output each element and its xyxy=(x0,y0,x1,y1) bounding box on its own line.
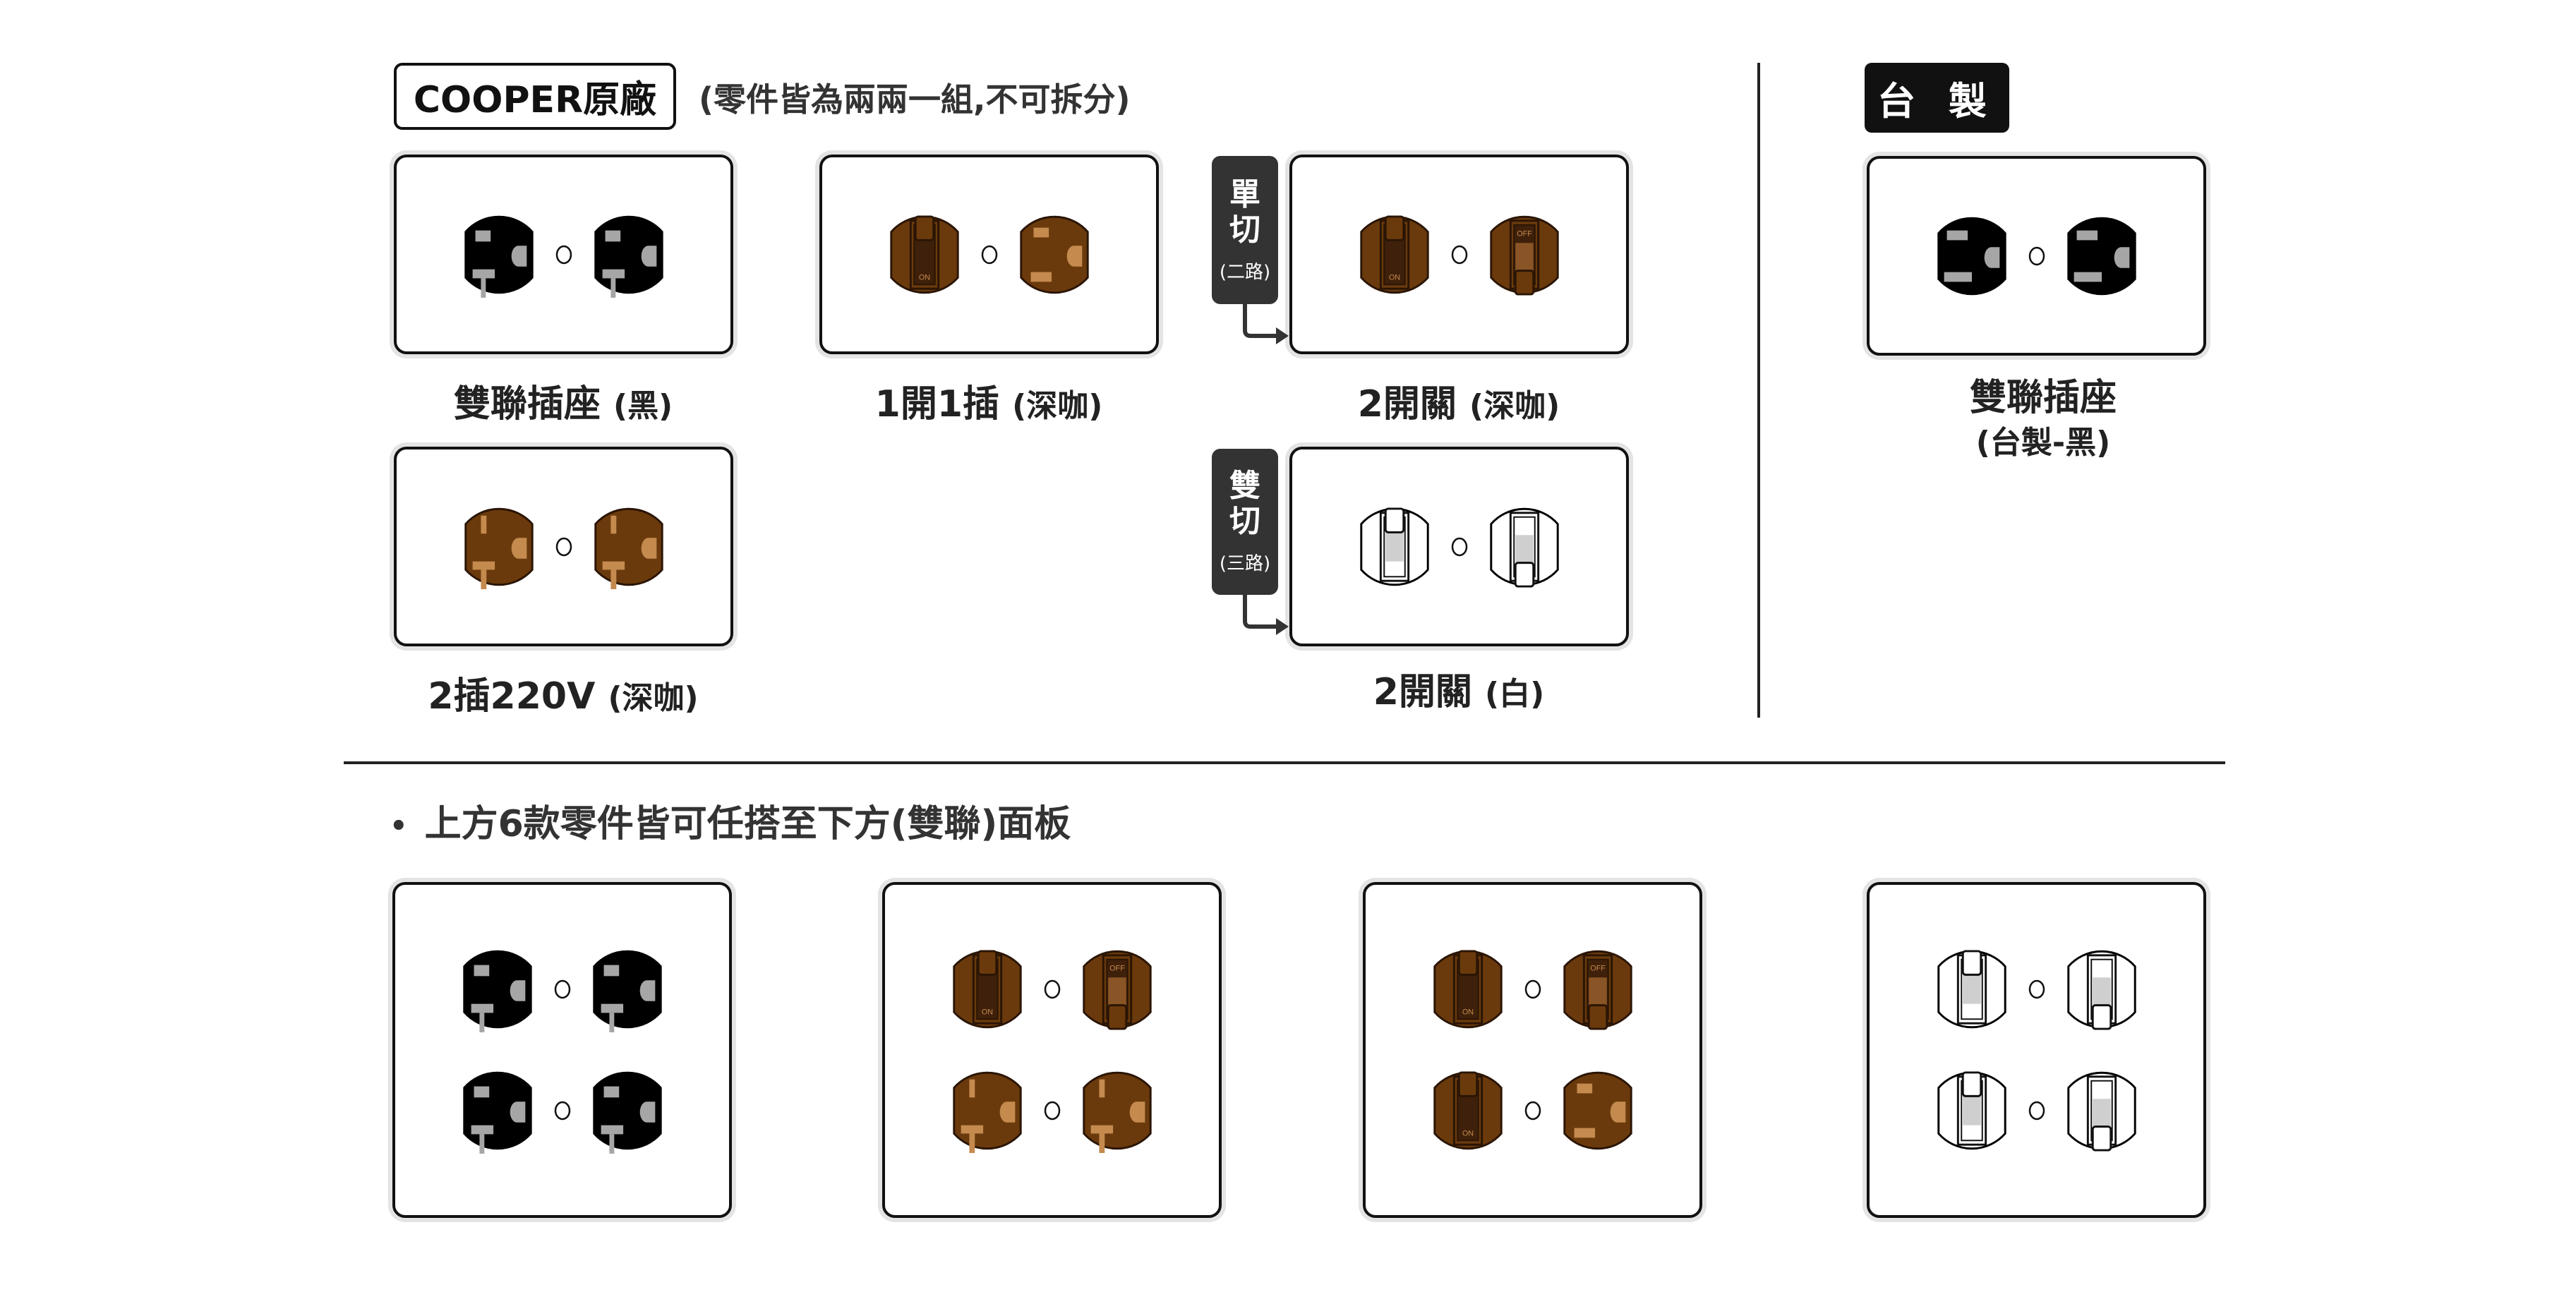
brand-label-box: COOPER原廠 xyxy=(394,63,676,130)
screw-icon xyxy=(981,245,997,264)
product-panel-duplex-black xyxy=(394,155,733,354)
product-label: 1開1插 (深咖) xyxy=(874,383,1103,425)
three-way-tag: 雙切 (三路) xyxy=(1212,449,1278,595)
switch-brown-off-icon: OFF xyxy=(1082,950,1152,1030)
product-label: 2開關 (白) xyxy=(1373,671,1545,713)
product-label: 2插220V (深咖) xyxy=(428,675,699,718)
switch-brown-on-icon: ON xyxy=(952,950,1022,1029)
product-label: 雙聯插座(台製-黑) xyxy=(1969,377,2117,461)
switch-white-down-icon xyxy=(1489,507,1559,588)
taiwan-badge: 台 製 xyxy=(1865,63,2009,133)
screw-icon xyxy=(1044,1101,1060,1121)
switch-brown-off-icon: OFF xyxy=(1563,950,1632,1030)
subtitle: (零件皆為兩兩一組,不可拆分) xyxy=(699,80,1131,119)
screw-icon xyxy=(1524,979,1541,999)
receptacle-brown-icon xyxy=(1019,215,1089,294)
screw-icon xyxy=(554,979,570,999)
receptacle-220v-brown-icon xyxy=(1082,1071,1152,1153)
horizontal-divider xyxy=(344,761,2225,764)
product-panel-taiwan-duplex xyxy=(1867,156,2206,356)
screw-icon xyxy=(554,1101,570,1121)
svg-text:ON: ON xyxy=(1388,273,1400,282)
product-label: 雙聯插座 (黑) xyxy=(453,383,673,425)
svg-text:ON: ON xyxy=(918,273,929,282)
receptacle-black-icon xyxy=(462,950,532,1032)
product-panel-switch-outlet: ON xyxy=(819,155,1159,354)
screw-icon xyxy=(2028,979,2045,999)
screw-icon xyxy=(2028,1101,2045,1121)
combo-panel: ON OFF ON xyxy=(1363,882,1702,1218)
switch-white-up-icon xyxy=(1937,950,2006,1029)
svg-text:ON: ON xyxy=(1462,1008,1473,1016)
receptacle-black-icon xyxy=(462,1071,532,1154)
combo-panel xyxy=(392,882,732,1218)
receptacle-tw-black-icon xyxy=(2066,217,2136,295)
receptacle-tw-black-icon xyxy=(1937,217,2006,295)
switch-white-down-icon xyxy=(2066,1071,2136,1152)
receptacle-black-icon xyxy=(592,1071,662,1154)
svg-text:OFF: OFF xyxy=(1109,964,1125,972)
receptacle-black-icon xyxy=(464,215,534,298)
svg-text:ON: ON xyxy=(981,1008,992,1016)
arrow-icon xyxy=(1243,593,1289,635)
screw-icon xyxy=(555,537,572,556)
screw-icon xyxy=(1524,1101,1541,1121)
switch-brown-off-icon: OFF xyxy=(1489,215,1559,296)
switch-brown-on-icon: ON xyxy=(1359,215,1429,294)
switch-white-down-icon xyxy=(2066,950,2136,1030)
vertical-divider xyxy=(1757,63,1760,718)
receptacle-220v-brown-icon xyxy=(952,1071,1022,1153)
screw-icon xyxy=(1451,537,1467,556)
product-panel-single-pole-switches: ON OFF xyxy=(1289,155,1629,354)
switch-white-up-icon xyxy=(1937,1071,2006,1150)
product-label: 2開關 (深咖) xyxy=(1357,383,1560,425)
receptacle-220v-brown-icon xyxy=(464,507,534,589)
switch-white-up-icon xyxy=(1359,507,1429,586)
svg-text:ON: ON xyxy=(1462,1129,1473,1137)
receptacle-brown-icon xyxy=(1563,1071,1632,1150)
product-panel-220v xyxy=(394,447,733,646)
switch-brown-on-icon: ON xyxy=(1433,950,1503,1029)
svg-text:OFF: OFF xyxy=(1517,229,1532,238)
screw-icon xyxy=(1451,245,1467,264)
screw-icon xyxy=(555,245,572,264)
brand-label: COOPER原廠 xyxy=(413,79,657,121)
combo-panel: ON OFF xyxy=(882,882,1222,1218)
arrow-icon xyxy=(1243,302,1289,344)
switch-brown-on-icon: ON xyxy=(889,215,959,294)
combo-panel xyxy=(1867,882,2206,1218)
screw-icon xyxy=(2028,246,2045,265)
product-panel-3way-switches-white xyxy=(1289,447,1629,646)
receptacle-black-icon xyxy=(594,215,663,298)
screw-icon xyxy=(1044,979,1060,999)
single-pole-tag: 單切 (二路) xyxy=(1212,156,1278,304)
receptacle-black-icon xyxy=(592,950,662,1032)
switch-brown-on-icon: ON xyxy=(1433,1071,1503,1150)
svg-text:OFF: OFF xyxy=(1590,964,1606,972)
note: •上方6款零件皆可任搭至下方(雙聯)面板 xyxy=(390,803,1071,845)
receptacle-220v-brown-icon xyxy=(594,507,663,589)
